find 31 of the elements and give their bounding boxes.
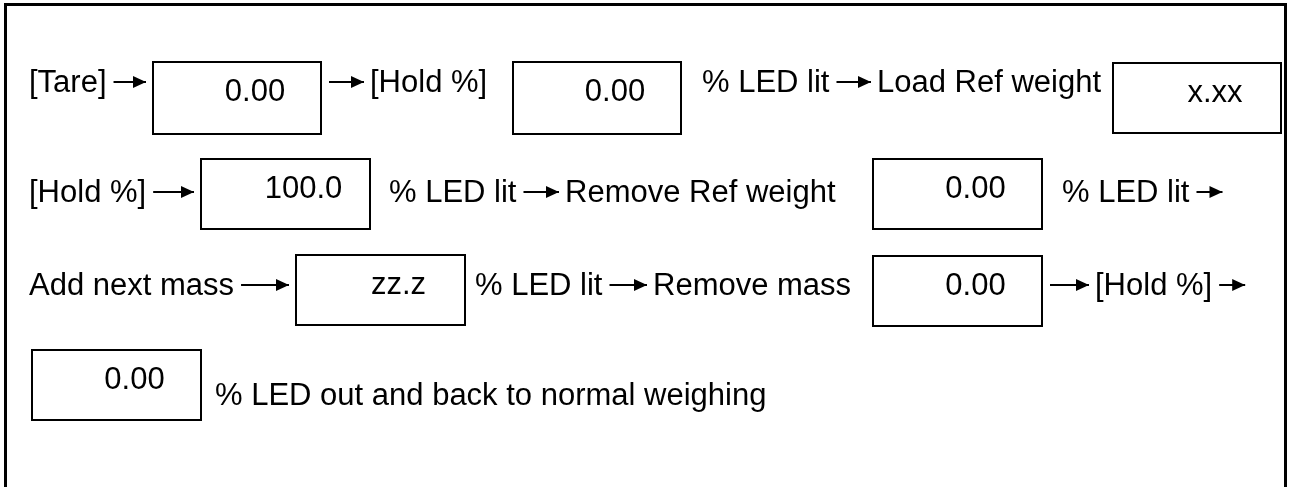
arrow (328, 76, 365, 88)
step-text: Remove Ref weight (565, 174, 836, 210)
display-box: 0.00 (872, 255, 1043, 327)
arrow (112, 76, 147, 88)
display-box: zz.z (295, 254, 466, 326)
arrow (152, 186, 195, 198)
step-text: % LED lit (1062, 174, 1190, 210)
display-box: 100.0 (200, 158, 371, 230)
display-box: 0.00 (872, 158, 1043, 230)
step-text: % LED lit (389, 174, 517, 210)
arrow (1195, 186, 1224, 198)
step-text: [Hold %] (1095, 267, 1213, 303)
arrow (608, 279, 648, 291)
step-note: % LED out and back to normal weighing (215, 377, 767, 413)
step-text: [Tare] (29, 64, 107, 100)
step-text: Load Ref weight (877, 64, 1102, 100)
display-box: x.xx (1112, 62, 1282, 134)
step-text: % LED lit (475, 267, 603, 303)
arrow (522, 186, 560, 198)
display-box: 0.00 (152, 61, 322, 135)
arrow (1218, 279, 1247, 291)
arrow (835, 76, 872, 88)
display-box: 0.00 (512, 61, 682, 135)
step-text: Remove mass (653, 267, 852, 303)
arrow (1049, 279, 1090, 291)
step-text: % LED lit (702, 64, 830, 100)
step-text: [Hold %] (370, 64, 488, 100)
display-box: 0.00 (31, 349, 202, 421)
step-text: [Hold %] (29, 174, 147, 210)
step-text: Add next mass (29, 267, 235, 303)
arrow (240, 279, 290, 291)
